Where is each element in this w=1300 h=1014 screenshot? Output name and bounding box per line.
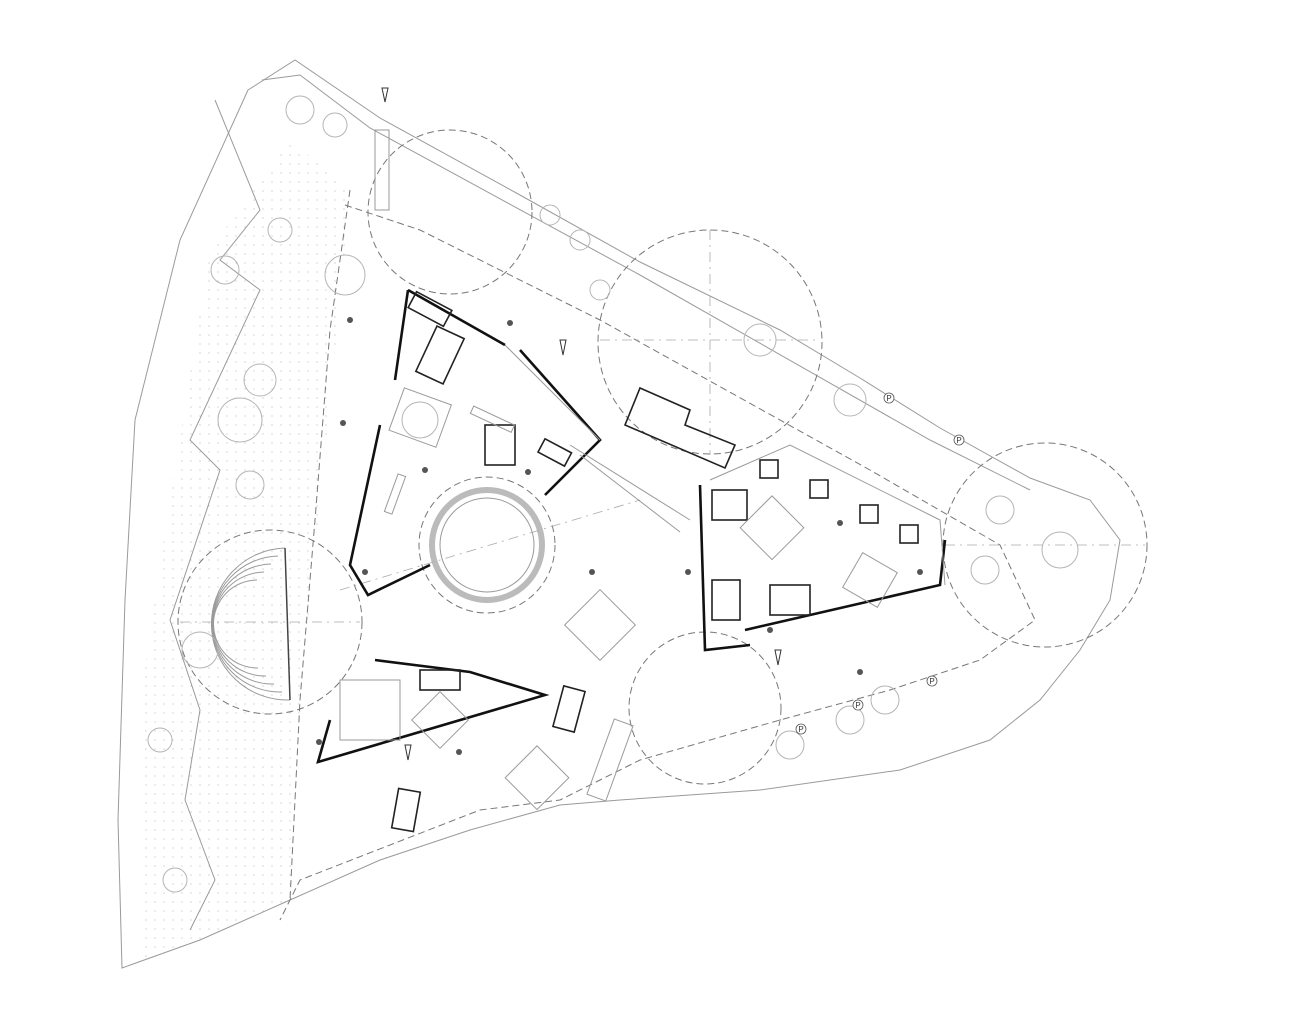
- canopy-circles: [177, 129, 1148, 785]
- building-block: [623, 386, 737, 470]
- parking-label: P: [855, 701, 860, 710]
- landscape-strip: [140, 99, 351, 960]
- site-boundary: [117, 59, 1121, 969]
- parking-label: P: [929, 677, 934, 686]
- parking-label: P: [798, 725, 803, 734]
- direction-markers: [381, 87, 782, 761]
- parking-marker: P: [795, 723, 807, 735]
- parking-marker: P: [953, 434, 965, 446]
- amphitheatre: [210, 547, 291, 701]
- walkway: [504, 344, 691, 533]
- parking-label: P: [886, 394, 891, 403]
- trees: [147, 95, 1079, 893]
- parking-marker: P: [852, 699, 864, 711]
- building-south: [316, 658, 550, 764]
- pavilions: [374, 129, 637, 833]
- building-north: [348, 288, 602, 597]
- columns: [316, 317, 923, 755]
- parking-marker: P: [926, 675, 938, 687]
- building-east: [698, 444, 947, 652]
- parking-marker: P: [883, 392, 895, 404]
- parking-label: P: [956, 436, 961, 445]
